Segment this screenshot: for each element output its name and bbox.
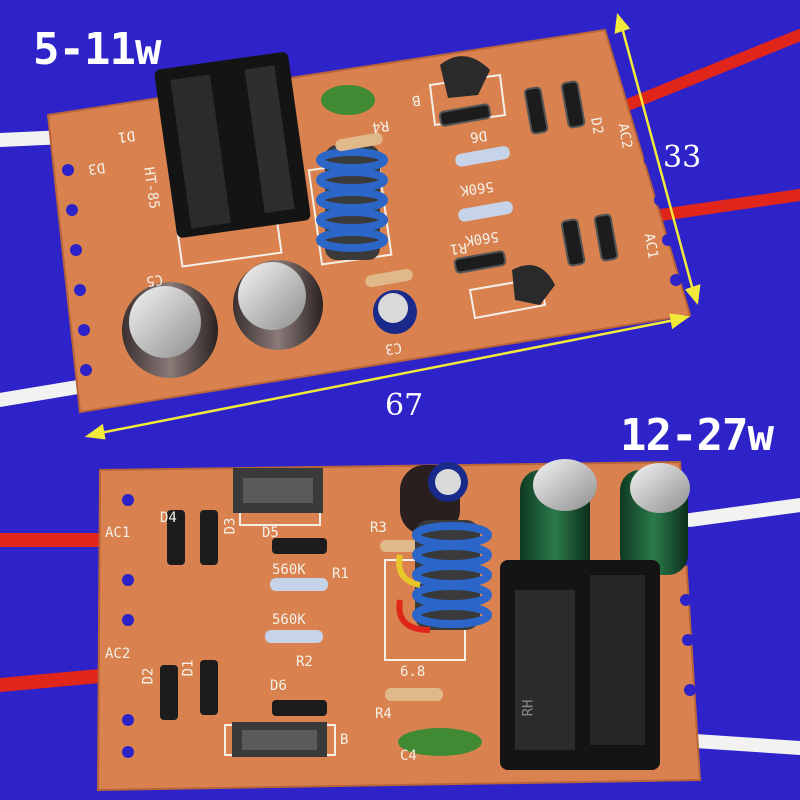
silk-bottom-b: B — [340, 732, 349, 748]
silk-bottom-c4: C4 — [400, 748, 417, 764]
silk-top-d6: D6 — [468, 126, 488, 146]
silk-bottom-ac1: AC1 — [105, 525, 131, 541]
silk-bottom-r1: R1 — [332, 566, 349, 582]
top-ceramic-cap — [321, 85, 375, 115]
length-dimension-label: 67 — [385, 388, 424, 423]
silk-top-c3: C3 — [383, 338, 403, 358]
silk-bottom-d2: D2 — [140, 667, 157, 685]
silk-top-d1: D1 — [116, 126, 136, 146]
silk-top-r1: R1 — [448, 238, 468, 258]
top-resistors — [335, 132, 513, 288]
top-transistors — [440, 56, 555, 305]
bottom-capacitors — [398, 459, 690, 756]
silk-top-c5: C5 — [144, 270, 164, 290]
silk-bottom-r4: R4 — [375, 706, 392, 722]
silk-top-d3: D3 — [86, 158, 106, 178]
silk-bottom-transformer: RH — [520, 699, 537, 717]
silk-bottom-560k-b: 560K — [272, 612, 306, 628]
top-board-holes — [62, 74, 682, 376]
top-diodes — [438, 80, 619, 274]
bottom-power-label: 12-27w — [620, 410, 774, 461]
bottom-transformer — [500, 560, 660, 770]
silk-bottom-d5: D5 — [262, 525, 279, 541]
silk-bottom-r3: R3 — [370, 520, 387, 536]
bottom-inductor — [396, 520, 492, 633]
silk-top-r4: R4 — [370, 116, 390, 136]
silk-bottom-d3: D3 — [222, 517, 239, 535]
width-dimension-label: 33 — [663, 140, 702, 175]
bottom-diodes — [160, 510, 327, 720]
bottom-board-holes — [122, 479, 696, 758]
bottom-transistors — [232, 468, 327, 757]
bottom-resistors — [265, 540, 443, 701]
silk-bottom-d6: D6 — [270, 678, 287, 694]
top-power-label: 5-11w — [33, 24, 161, 75]
silk-bottom-r2: R2 — [296, 654, 313, 670]
silk-bottom-560k-a: 560K — [272, 562, 306, 578]
top-capacitors — [122, 260, 417, 378]
top-inductor — [316, 145, 388, 260]
silk-bottom-ind: 6.8 — [400, 664, 426, 680]
dimension-lines — [84, 12, 701, 440]
silk-top-d2: D2 — [587, 116, 606, 136]
silk-bottom-d1: D1 — [180, 659, 197, 677]
top-transformer — [154, 52, 311, 238]
silk-bottom-d4: D4 — [160, 510, 177, 526]
silk-bottom-ac2: AC2 — [105, 646, 131, 662]
